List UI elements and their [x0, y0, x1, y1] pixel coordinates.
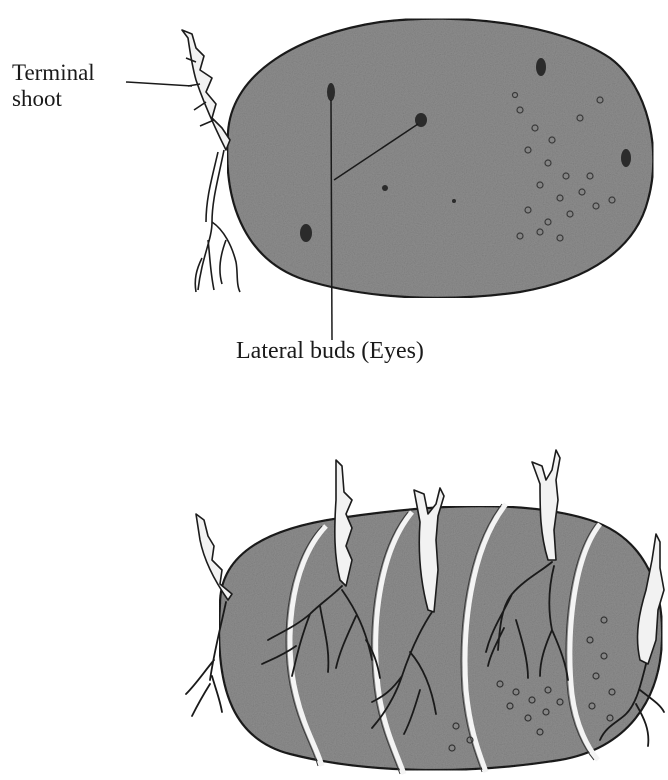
potato-eye-icon: [536, 58, 546, 76]
whole-tuber: [126, 19, 653, 340]
terminal-leader: [126, 82, 192, 86]
terminal-label-line1: Terminal: [12, 60, 95, 86]
potato-eye-icon: [327, 83, 335, 101]
sprout-icon: [335, 460, 352, 586]
tuber-body-icon: [227, 19, 653, 298]
potato-eye-icon: [300, 224, 312, 242]
potato-eye-icon: [452, 199, 456, 203]
lateral-leader-1: [331, 100, 332, 340]
terminal-label-line2: shoot: [12, 86, 95, 112]
potato-eye-icon: [621, 149, 631, 167]
lateral-buds-label: Lateral buds (Eyes): [236, 338, 424, 364]
terminal-shoot-label: Terminal shoot: [12, 60, 95, 112]
cut-tuber: [186, 450, 664, 774]
potato-eye-icon: [382, 185, 388, 191]
terminal-shoot-icon: [182, 30, 230, 150]
